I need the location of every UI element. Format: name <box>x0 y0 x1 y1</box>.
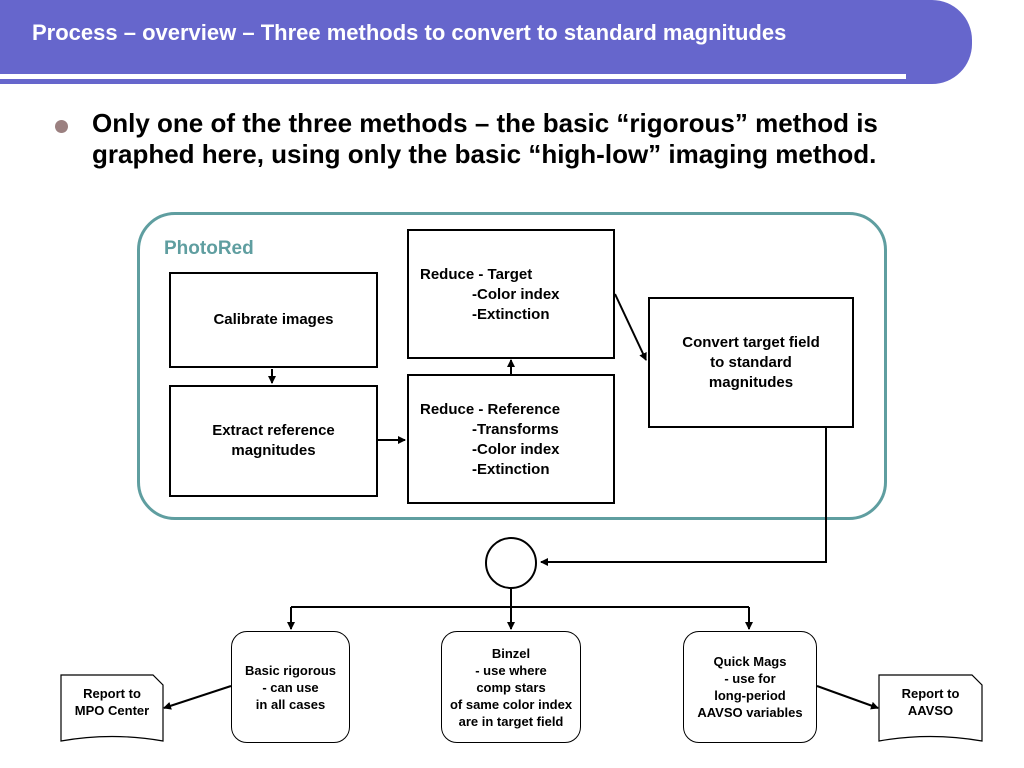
junction-circle <box>485 537 537 589</box>
bullet-text: Only one of the three methods – the basi… <box>92 108 878 169</box>
reduce-reference-item: -Extinction <box>472 461 550 478</box>
report-aavso-line: Report to <box>901 686 960 701</box>
reduce-reference-item: -Color index <box>472 441 560 458</box>
report-mpo: Report to MPO Center <box>61 685 163 719</box>
photored-group <box>137 212 887 520</box>
convert-label-line: magnitudes <box>708 373 794 391</box>
report-aavso-shape <box>878 674 983 742</box>
binzel-line: comp stars <box>476 679 546 695</box>
calibrate-label: Calibrate images <box>213 311 334 328</box>
reduce-target-box: Reduce - Target -Color index -Extinction <box>407 229 615 359</box>
basic-line: - can use <box>262 679 319 695</box>
reduce-reference-title: Reduce - Reference <box>420 401 561 418</box>
report-aavso: Report to AAVSO <box>879 685 982 719</box>
report-mpo-shape <box>60 674 164 742</box>
reduce-target-title: Reduce - Target <box>420 266 533 283</box>
reduce-target-item: -Color index <box>472 286 560 303</box>
slide-title: Process – overview – Three methods to co… <box>32 20 787 45</box>
quick-mags-box: Quick Mags - use for long-period AAVSO v… <box>683 631 817 743</box>
reduce-target-item: -Extinction <box>472 306 550 323</box>
binzel-line: are in target field <box>458 713 564 729</box>
extract-label-line: Extract reference <box>212 422 335 439</box>
reduce-reference-box: Reduce - Reference -Transforms -Color in… <box>407 374 615 504</box>
report-mpo-line: Report to <box>83 686 141 701</box>
quick-line: - use for <box>724 671 776 686</box>
quick-line: long-period <box>714 688 786 703</box>
binzel-box: Binzel - use where comp stars of same co… <box>441 631 581 743</box>
binzel-line: of same color index <box>449 696 573 712</box>
convert-box: Convert target field to standard magnitu… <box>648 297 854 428</box>
quick-line: Quick Mags <box>713 654 787 669</box>
basic-line: in all cases <box>255 696 326 712</box>
extract-box: Extract reference magnitudes <box>169 385 378 497</box>
binzel-line: - use where <box>475 662 547 678</box>
reduce-reference-item: -Transforms <box>472 421 559 438</box>
calibrate-box: Calibrate images <box>169 272 378 368</box>
convert-label-line: Convert target field <box>682 333 820 351</box>
basic-rigorous-box: Basic rigorous - can use in all cases <box>231 631 350 743</box>
title-bar <box>0 0 972 84</box>
report-mpo-line: MPO Center <box>74 703 150 718</box>
extract-label-line: magnitudes <box>231 442 316 459</box>
quick-line: AAVSO variables <box>697 705 803 720</box>
title-underline <box>0 74 906 79</box>
bullet-icon <box>55 120 68 133</box>
convert-label-line: to standard <box>710 353 792 371</box>
group-label: PhotoRed <box>164 238 254 259</box>
report-aavso-line: AAVSO <box>907 703 954 718</box>
basic-line: Basic rigorous <box>244 662 337 678</box>
binzel-line: Binzel <box>491 645 531 661</box>
